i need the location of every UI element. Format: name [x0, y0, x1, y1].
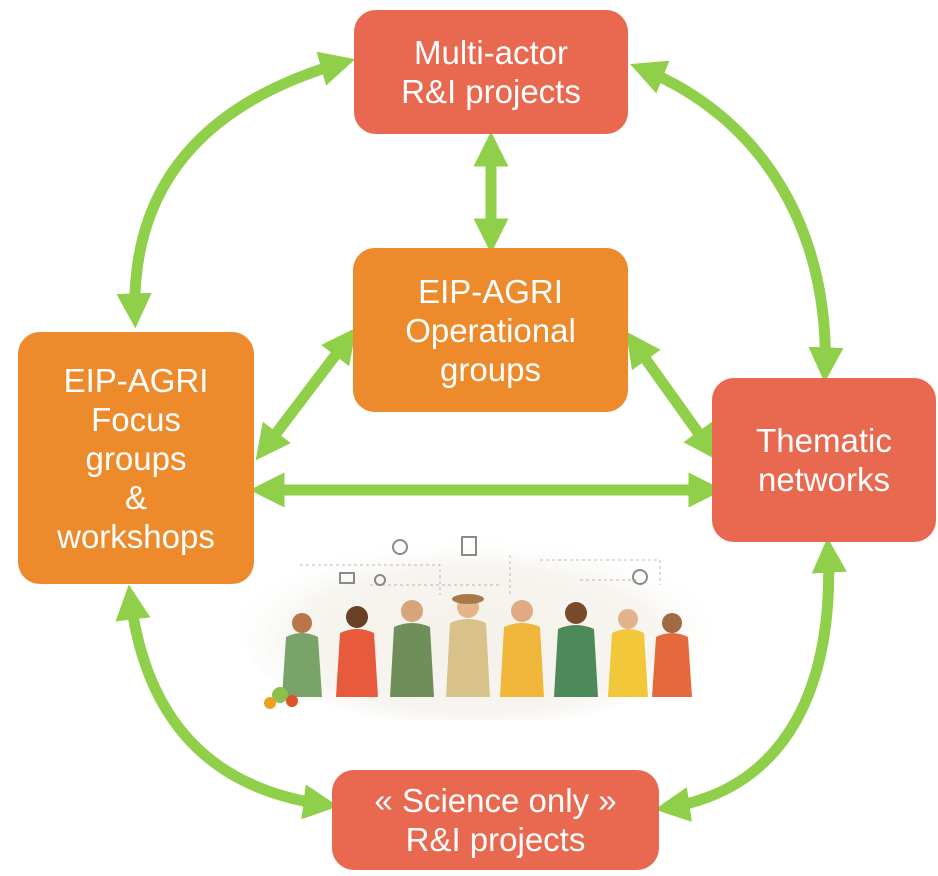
arrow-focus-science	[115, 584, 339, 820]
node-label-line: R&I projects	[401, 73, 581, 110]
node-label-line: « Science only »	[374, 782, 617, 819]
node-label-line: groups	[440, 350, 541, 388]
node-focus-groups: EIP-AGRI Focus groups & workshops	[18, 332, 254, 584]
node-label-line: networks	[757, 461, 891, 498]
arrow-operational-thematic	[625, 331, 719, 461]
arrow-operational-focus	[255, 327, 357, 461]
node-science-only-projects: « Science only » R&I projects	[332, 770, 659, 870]
node-label-line: groups	[85, 439, 187, 477]
arrow-thematic-science	[654, 537, 847, 822]
people-figures	[282, 594, 692, 697]
node-label-line: Thematic	[756, 422, 892, 459]
node-operational-groups: EIP-AGRI Operational groups	[353, 248, 628, 412]
node-label-line: &	[124, 478, 147, 516]
node-label-line: EIP-AGRI	[418, 272, 563, 310]
arrow-multi-actor-thematic	[630, 60, 844, 383]
node-multi-actor-projects: Multi-actor R&I projects	[354, 10, 628, 134]
produce-basket	[264, 687, 298, 709]
arrow-multi-actor-focus	[116, 51, 356, 329]
people-group-illustration	[240, 535, 710, 720]
node-thematic-networks: Thematic networks	[712, 378, 936, 542]
node-label-line: R&I projects	[405, 821, 586, 858]
node-label-line: workshops	[57, 517, 215, 555]
node-label-line: Focus	[91, 400, 181, 438]
node-label-line: Multi-actor	[413, 34, 569, 71]
node-label-line: EIP-AGRI	[63, 361, 209, 399]
node-label-line: Operational	[405, 311, 576, 349]
